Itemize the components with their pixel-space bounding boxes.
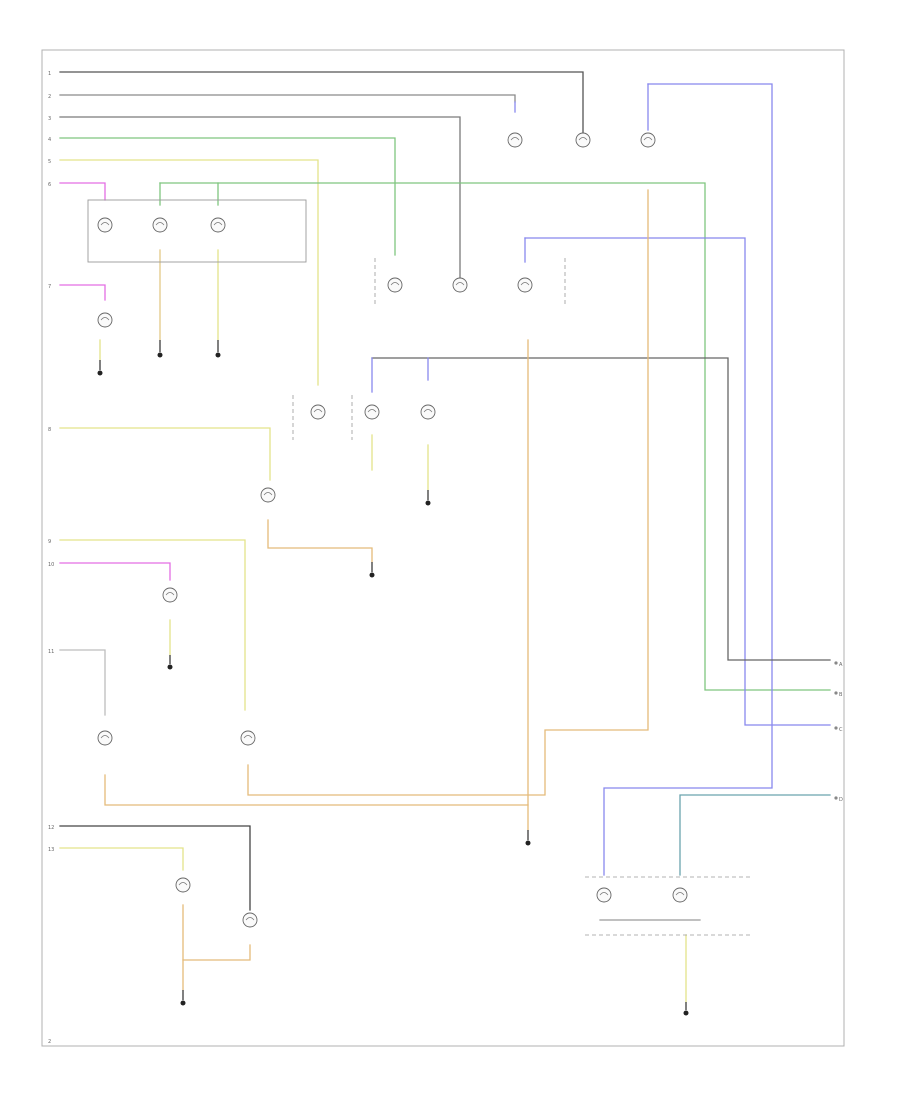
page-reference: 2 <box>48 1039 51 1045</box>
left-pin: 10 <box>48 562 54 568</box>
bulb-icon <box>97 132 688 928</box>
wire-feed-3 <box>59 116 461 286</box>
left-pin: 5 <box>48 159 51 165</box>
wire-bottom-yellow <box>59 847 184 871</box>
right-pin: A <box>839 662 843 668</box>
wire-orange-return <box>104 339 529 806</box>
left-pin: 3 <box>48 116 51 122</box>
ground-icon <box>97 340 689 1016</box>
wire-feed-4 <box>59 137 396 256</box>
wire-dark-right <box>371 357 831 661</box>
connector-pins-right-labels: A B C D <box>839 662 843 803</box>
wire-green-cross <box>159 182 831 691</box>
wire-bottom-orange-2 <box>182 944 251 961</box>
right-pin: C <box>839 727 843 733</box>
left-pin: 9 <box>48 539 51 545</box>
right-pin: B <box>839 692 843 698</box>
left-pin: 4 <box>48 137 51 143</box>
right-pin: D <box>839 797 843 803</box>
left-pin: 13 <box>48 847 54 853</box>
wire-bottom-dark <box>59 825 251 911</box>
left-pin: 11 <box>48 649 54 655</box>
wire-feed-5 <box>59 159 319 386</box>
wire-pink-lower <box>59 562 171 581</box>
wire-blue-right-top <box>603 83 773 876</box>
rear-lamp-cluster-box <box>87 199 307 263</box>
connector-pins-right <box>834 661 838 800</box>
diagram-frame <box>41 49 845 1047</box>
wire-feed-1 <box>59 71 584 141</box>
left-pin: 2 <box>48 94 51 100</box>
wire-orange-ground-1 <box>267 519 373 563</box>
left-pin: 12 <box>48 825 54 831</box>
wire-blue-mid <box>524 237 831 726</box>
left-pin: 6 <box>48 182 51 188</box>
wire-feed-2 <box>59 94 516 103</box>
wire-yellow-lower <box>59 539 246 711</box>
left-pin: 7 <box>48 284 51 290</box>
left-pin: 1 <box>48 71 51 77</box>
wire-yellow-mid <box>59 427 271 481</box>
connector-pins-left: 1 2 3 4 5 6 7 8 9 10 11 12 13 <box>48 71 54 853</box>
wire-teal-right <box>679 794 831 876</box>
wire-grey-lower <box>59 649 106 716</box>
wire-orange-return-2 <box>247 189 649 796</box>
wire-pink-lamp <box>59 284 106 301</box>
wire-feed-6 <box>59 182 106 201</box>
left-pin: 8 <box>48 427 51 433</box>
